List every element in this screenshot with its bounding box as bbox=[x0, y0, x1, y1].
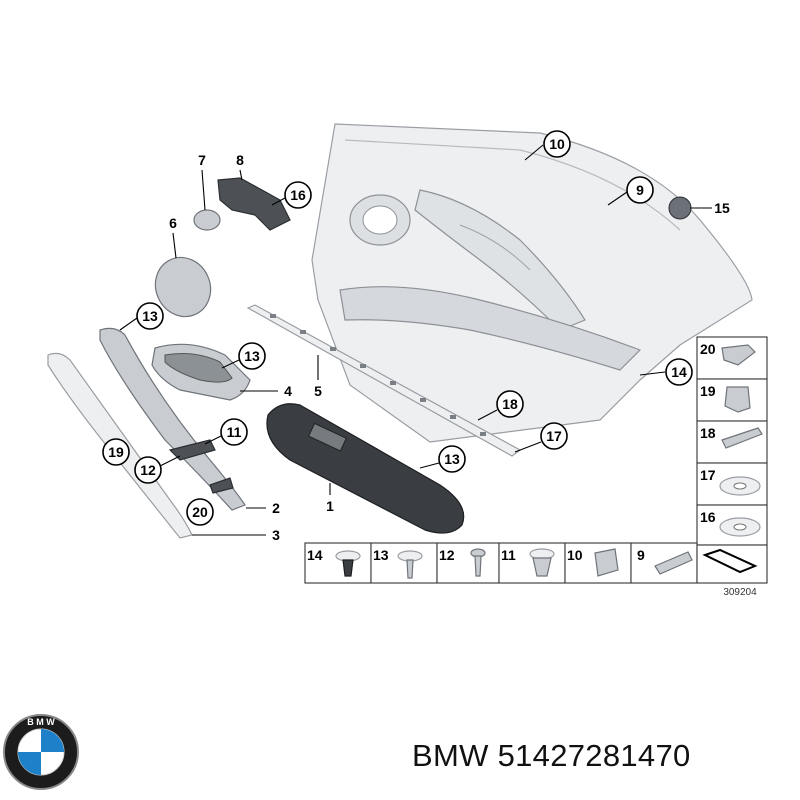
legend-right-18: 18 bbox=[700, 425, 716, 441]
callout-9: 9 bbox=[636, 182, 644, 198]
door-handle-drawing bbox=[151, 343, 251, 401]
callout-16: 16 bbox=[290, 187, 306, 203]
callout-17: 17 bbox=[546, 428, 562, 444]
callout-4: 4 bbox=[284, 383, 292, 399]
callout-11: 11 bbox=[227, 424, 242, 440]
legend-bottom-9: 9 bbox=[637, 547, 645, 563]
callout-8: 8 bbox=[236, 152, 244, 168]
speaker-parts-drawing bbox=[154, 177, 692, 318]
legend-right-20: 20 bbox=[700, 341, 716, 357]
callout-7: 7 bbox=[198, 152, 206, 168]
callout-15: 15 bbox=[714, 200, 730, 216]
legend-bottom-14: 14 bbox=[307, 547, 323, 563]
part-number-caption: BMW 51427281470 bbox=[412, 738, 691, 773]
drawing-number: 309204 bbox=[723, 587, 757, 598]
callout-1: 1 bbox=[326, 498, 334, 514]
bmw-logo-lettering: B M W bbox=[27, 717, 55, 727]
callout-3: 3 bbox=[272, 527, 280, 543]
callout-18: 18 bbox=[502, 396, 518, 412]
callout-13-armrest: 13 bbox=[444, 451, 460, 467]
bmw-logo: B M W bbox=[3, 714, 79, 790]
legend-right-16: 16 bbox=[700, 509, 716, 525]
legend-bottom-13: 13 bbox=[373, 547, 389, 563]
callout-6: 6 bbox=[169, 215, 177, 231]
callout-14: 14 bbox=[671, 364, 687, 380]
legend-bottom-12: 12 bbox=[439, 547, 455, 563]
armrest-drawing bbox=[266, 403, 465, 534]
callout-markers: 10 9 15 7 8 16 6 13 13 4 5 14 11 19 bbox=[102, 130, 730, 543]
door-panel-drawing bbox=[311, 123, 753, 443]
callout-19: 19 bbox=[108, 444, 124, 460]
legend-right-17: 17 bbox=[700, 467, 716, 483]
callout-2: 2 bbox=[272, 500, 280, 516]
callout-13-upper: 13 bbox=[142, 308, 158, 324]
legend-bottom-10: 10 bbox=[567, 547, 583, 563]
callout-5: 5 bbox=[314, 383, 322, 399]
callout-12: 12 bbox=[140, 462, 156, 478]
legend-right-19: 19 bbox=[700, 383, 716, 399]
callout-13-handle: 13 bbox=[244, 348, 260, 364]
callout-10: 10 bbox=[549, 136, 565, 152]
legend-bottom-row: 14 13 12 11 10 9 309204 bbox=[304, 542, 768, 598]
callout-20: 20 bbox=[192, 504, 208, 520]
legend-right-column: 20 19 18 17 16 bbox=[696, 336, 768, 546]
legend-bottom-11: 11 bbox=[501, 547, 516, 563]
